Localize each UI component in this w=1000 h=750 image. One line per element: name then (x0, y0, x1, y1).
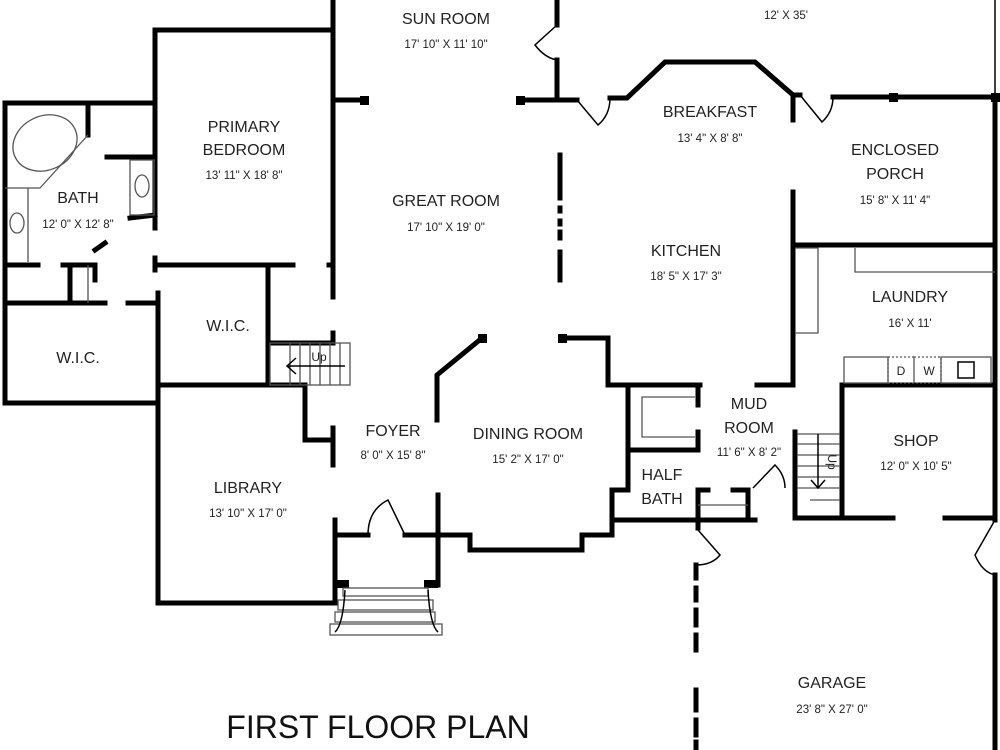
fixtures: Up D W Up (5, 114, 995, 636)
primary-bedroom-label-2: BEDROOM (203, 142, 286, 159)
foyer-label: FOYER (365, 423, 420, 440)
deck-dims: 12' X 35' (764, 10, 808, 22)
dryer-label: D (897, 364, 906, 378)
shop-dims: 12' 0" X 10' 5" (880, 461, 951, 473)
half-bath-label-1: HALF (642, 467, 683, 484)
garage-dims: 23' 8" X 27' 0" (796, 704, 867, 716)
dining-room-label: DINING ROOM (473, 426, 583, 443)
mud-room-label-1: MUD (731, 396, 767, 413)
bath-label: BATH (57, 190, 98, 207)
kitchen-dims: 18' 5" X 17' 3" (650, 271, 721, 283)
laundry-dims: 16' X 11' (888, 318, 931, 330)
shop-label: SHOP (893, 433, 938, 450)
wic-label-1: W.I.C. (206, 318, 250, 335)
library-dims: 13' 10" X 17' 0" (209, 508, 287, 520)
primary-bedroom-label-1: PRIMARY (208, 119, 281, 136)
bathtub (12, 114, 78, 172)
room-labels: SUN ROOM 17' 10" X 11' 10" 12' X 35' PRI… (42, 10, 951, 716)
stairs-up: Up (269, 342, 351, 386)
mud-room-dims: 11' 6" X 8' 2" (717, 447, 781, 459)
primary-bedroom-dims: 13' 11" X 18' 8" (206, 170, 283, 182)
washer-label: W (923, 364, 935, 378)
dining-room-dims: 15' 2" X 17' 0" (492, 454, 563, 466)
great-room-label: GREAT ROOM (392, 193, 500, 210)
breakfast-dims: 13' 4" X 8' 8" (678, 133, 743, 145)
mud-room-label-2: ROOM (724, 420, 774, 437)
sun-room-dims: 17' 10" X 11' 10" (404, 39, 487, 51)
foyer-dims: 8' 0" X 15' 8" (361, 450, 426, 462)
kitchen-label: KITCHEN (651, 243, 721, 260)
doors (367, 24, 996, 576)
half-bath-label-2: BATH (641, 491, 682, 508)
plan-title: FIRST FLOOR PLAN (226, 709, 529, 745)
enclosed-porch-dims: 15' 8" X 11' 4" (860, 195, 931, 207)
garage-stairs: Up (797, 433, 840, 501)
enclosed-porch-label-1: ENCLOSED (851, 142, 939, 159)
stair-up-label: Up (311, 350, 327, 364)
bath-dims: 12' 0" X 12' 8" (42, 219, 113, 231)
sun-room-label: SUN ROOM (402, 11, 490, 28)
breakfast-label: BREAKFAST (663, 104, 757, 121)
library-label: LIBRARY (214, 480, 283, 497)
wic-label-2: W.I.C. (56, 350, 100, 367)
laundry-label: LAUNDRY (872, 289, 949, 306)
great-room-dims: 17' 10" X 19' 0" (407, 222, 485, 234)
garage-label: GARAGE (798, 675, 866, 692)
garage-stair-up-label: Up (825, 454, 839, 470)
enclosed-porch-label-2: PORCH (866, 166, 924, 183)
